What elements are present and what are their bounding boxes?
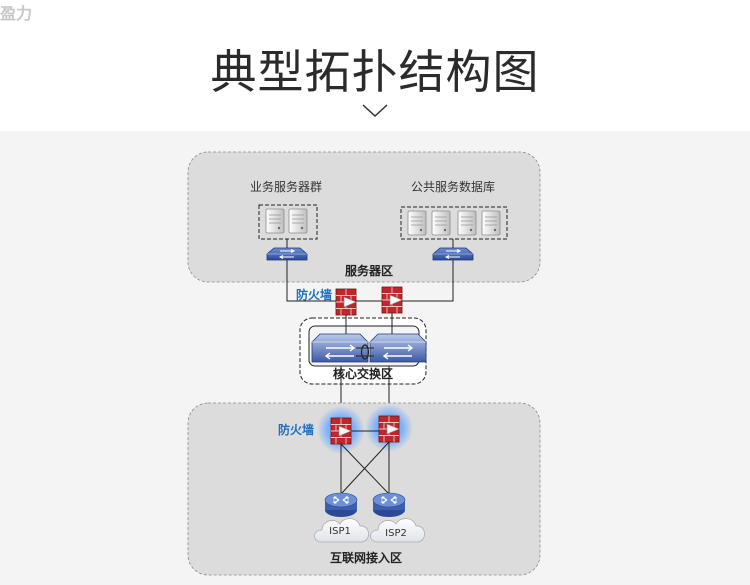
server-icon [431,210,451,236]
server-icon [481,210,501,236]
firewall-icon [330,417,352,445]
server-icon [407,210,427,236]
chevron-down-icon [362,104,388,118]
firewall-icon [335,288,357,316]
server-icon [288,208,308,234]
firewall-label-bottom: 防火墙 [278,422,314,437]
switch-icon [432,247,474,261]
isp-label-1: ISP1 [329,526,351,537]
router-icon [372,492,406,518]
server-zone-label: 服务器区 [345,263,393,278]
internet-zone [187,402,541,576]
core-zone-label: 核心交换区 [333,366,393,381]
server-group-box-1 [258,204,318,240]
firewall-icon [378,415,400,443]
switch-icon [266,247,308,261]
page-title: 典型拓扑结构图 [210,45,540,99]
firewall-icon [381,286,403,314]
server-group-label-2: 公共服务数据库 [411,179,495,194]
server-group-box-2 [400,206,508,240]
core-switch-icon [369,333,427,363]
server-icon [457,210,477,236]
server-group-label-1: 业务服务器群 [250,179,322,194]
brand-logo-text: 盈力 [0,4,33,23]
isp-label-2: ISP2 [385,528,407,539]
link-aggregation-icon [360,344,370,360]
server-icon [265,208,285,234]
router-icon [324,492,358,518]
internet-zone-label: 互联网接入区 [330,550,402,565]
firewall-label-top: 防火墙 [296,287,332,302]
